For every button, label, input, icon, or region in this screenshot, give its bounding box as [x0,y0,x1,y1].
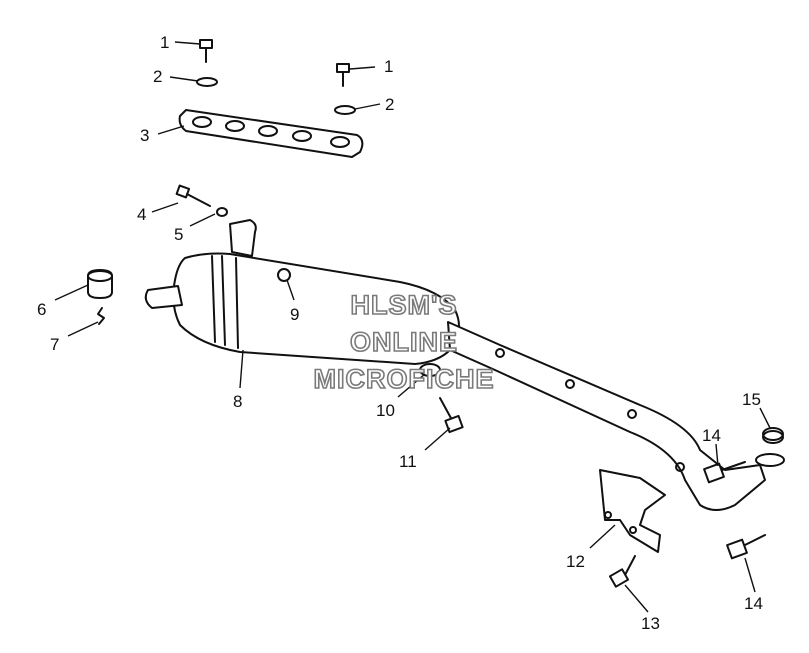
leader-line-3 [157,125,185,135]
leader-line-8 [239,349,244,389]
spring-part-7 [97,307,105,325]
leader-line-13 [624,584,649,613]
watermark-line-1: HLSM'S [351,290,458,320]
callout-8: 8 [233,392,242,411]
bolt-part-1-right [336,63,350,87]
callout-15: 15 [742,390,761,409]
washer-part-5 [216,207,228,217]
callout-10: 10 [376,401,395,420]
bracket-part-12 [599,469,666,553]
bolt-part-13 [608,555,636,588]
muffler-part-8 [144,219,460,365]
callout-11: 11 [399,452,417,471]
callout-1b: 1 [384,57,393,76]
leader-line-11 [424,427,451,451]
leader-line-12 [589,524,616,549]
washer-part-2-left [196,77,218,87]
bolt-part-11 [439,397,464,434]
bolt-part-14-lower [726,534,766,560]
callout-14a: 14 [702,426,721,445]
callout-7: 7 [50,335,59,354]
callout-2b: 2 [385,95,394,114]
watermark-line-3: MICROFICHE [314,364,495,394]
callout-4: 4 [137,205,146,224]
clamp-ring-part-15 [762,427,784,444]
leader-line-7 [67,321,99,337]
leader-line-1a [174,41,201,45]
leader-line-10 [397,373,426,398]
callout-2a: 2 [153,67,162,86]
end-cap-part-6 [87,269,113,299]
callout-9: 9 [290,305,299,324]
nut-part-9 [277,268,291,282]
bolt-part-14-upper [703,461,746,484]
callout-1a: 1 [160,33,169,52]
mounting-bracket-part-3 [178,109,364,158]
bolt-part-4 [175,184,211,207]
bolt-part-1-left [199,39,213,63]
leader-line-14a [715,443,719,467]
callout-3: 3 [140,126,149,145]
leader-line-15 [759,407,771,429]
callout-5: 5 [174,225,183,244]
watermark-line-2: ONLINE [350,327,458,357]
exhaust-header-pipe [447,321,785,511]
washer-part-2-right [334,105,356,115]
leader-line-2a [169,76,199,82]
leader-line-6 [54,284,89,301]
gasket-part-10 [419,363,441,377]
leader-line-4 [151,202,179,213]
leader-line-5 [189,213,216,227]
callout-13: 13 [641,614,660,633]
leader-line-1b [349,66,376,70]
callout-6: 6 [37,300,46,319]
leader-line-14b [744,557,756,593]
callout-12: 12 [566,552,585,571]
leader-line-2b [354,103,381,110]
callout-14b: 14 [744,594,763,613]
leader-line-9 [286,279,295,301]
